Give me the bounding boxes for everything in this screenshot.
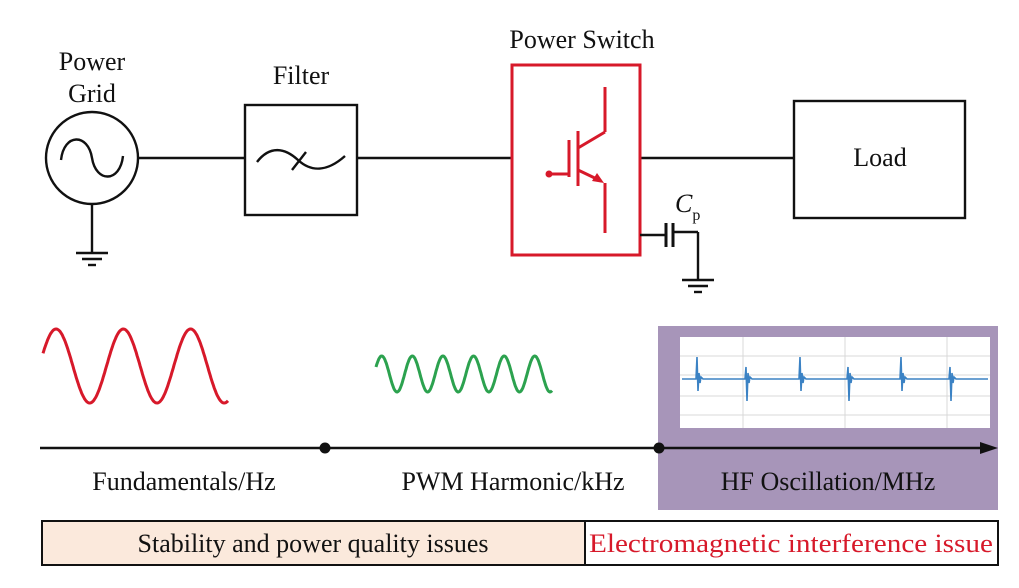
issue-label-emi: Electromagnetic interference issue bbox=[589, 529, 993, 558]
power-switch-box bbox=[510, 63, 642, 257]
parasitic-capacitor: Cp bbox=[640, 189, 714, 294]
pwm-harmonic-waveform bbox=[374, 354, 554, 394]
scope-background bbox=[680, 337, 990, 428]
ground-icon bbox=[682, 278, 714, 294]
band-label-hf-oscillation: HF Oscillation/MHz bbox=[721, 467, 936, 496]
band-label-pwm-harmonic: PWM Harmonic/kHz bbox=[401, 467, 624, 496]
filter-label: Filter bbox=[273, 61, 330, 90]
power-switch-block: Power Switch bbox=[509, 25, 655, 257]
scope-grid bbox=[680, 337, 990, 428]
load-block: Load bbox=[792, 99, 967, 220]
filter-block: Filter bbox=[243, 61, 359, 217]
filter-symbol-icon bbox=[256, 148, 346, 171]
axis-boundary-dot bbox=[653, 442, 665, 454]
issue-cell-emi bbox=[584, 520, 999, 566]
cp-label: Cp bbox=[675, 189, 700, 224]
hf-oscillation-scope bbox=[680, 337, 990, 428]
frequency-axis bbox=[40, 442, 998, 454]
power-switch-label: Power Switch bbox=[509, 25, 654, 54]
sine-symbol-icon bbox=[59, 138, 125, 178]
igbt-icon bbox=[545, 87, 607, 233]
power-grid-source: Power Grid bbox=[44, 47, 140, 267]
fundamental-waveform bbox=[41, 327, 230, 405]
power-grid-label-line2: Grid bbox=[68, 79, 116, 108]
axis-boundary-dot bbox=[319, 442, 331, 454]
power-grid-label-line1: Power bbox=[59, 47, 126, 76]
issue-label-stability: Stability and power quality issues bbox=[138, 529, 489, 558]
load-box bbox=[792, 99, 967, 220]
filter-box bbox=[243, 103, 359, 217]
issues-bar: Stability and power quality issues Elect… bbox=[41, 520, 999, 566]
band-label-fundamentals: Fundamentals/Hz bbox=[92, 467, 275, 496]
ground-icon bbox=[76, 251, 108, 267]
load-label: Load bbox=[853, 143, 906, 172]
axis-arrow-icon bbox=[980, 442, 998, 454]
hf-oscillation-trace bbox=[682, 356, 988, 402]
